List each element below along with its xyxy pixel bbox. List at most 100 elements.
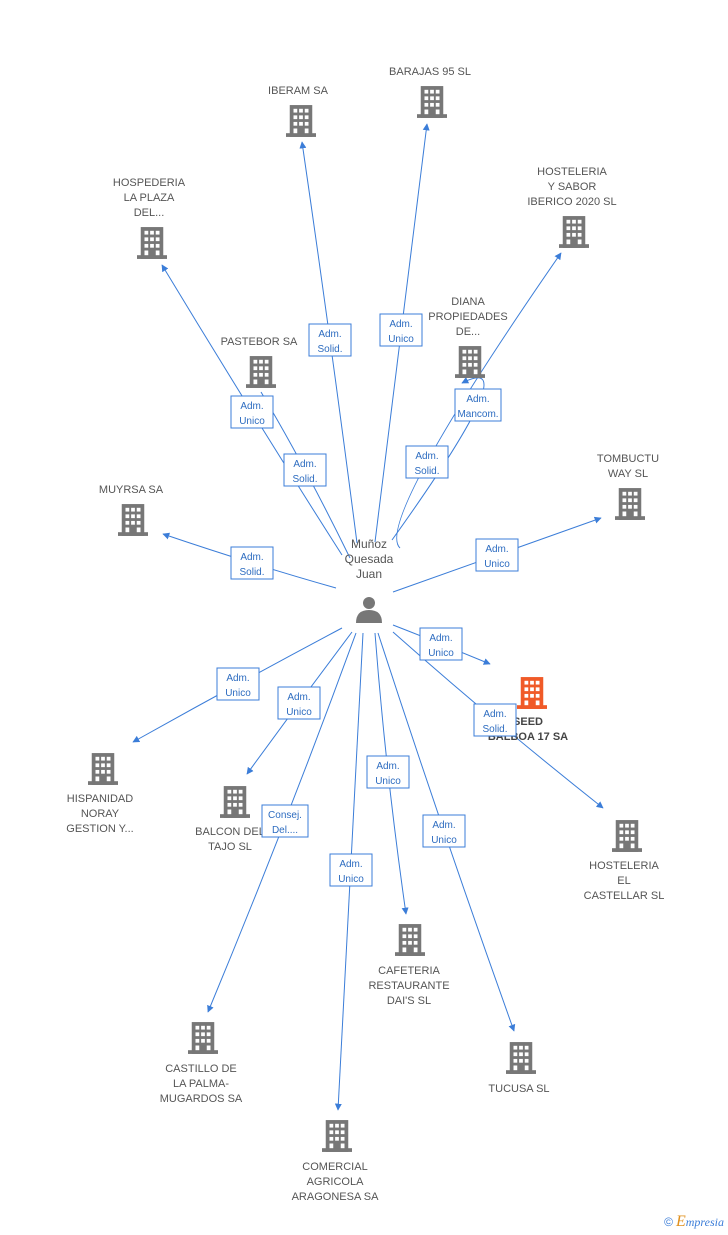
person-label-line: Muñoz — [351, 537, 387, 551]
role-label-tombuctu[interactable]: Adm.Unico — [475, 538, 519, 572]
role-text-line: Unico — [375, 776, 401, 787]
role-text-line: Solid. — [292, 474, 317, 485]
role-text-line: Solid. — [239, 567, 264, 578]
role-label-hosteleria_sabor[interactable]: Adm. Solid. — [405, 445, 449, 479]
company-label-line: RESTAURANTE — [368, 980, 449, 992]
company-label-line: TUCUSA SL — [488, 1083, 549, 1095]
company-label-line: LA PALMA- — [173, 1078, 229, 1090]
company-label-line: MUGARDOS SA — [160, 1093, 243, 1105]
company-label-line: ARAGONESA SA — [292, 1191, 379, 1203]
role-text-line: Adm. — [429, 633, 452, 644]
role-text-line: Solid. — [317, 344, 342, 355]
role-label-seed[interactable]: Adm. Unico — [419, 627, 463, 661]
role-label-castillo[interactable]: Consej. Del.... — [261, 804, 309, 838]
company-node-pastebor[interactable]: PASTEBOR SA — [221, 336, 298, 388]
role-text-line: Adm. — [483, 709, 506, 720]
brand-name: mpresia — [685, 1215, 724, 1229]
company-label-line: CAFETERIA — [378, 965, 440, 977]
role-label-comercial[interactable]: Adm.Unico — [329, 853, 373, 887]
role-label-pastebor[interactable]: Adm.Solid. — [283, 453, 327, 487]
role-text-line: Adm. — [415, 451, 438, 462]
company-label-line: TOMBUCTU — [597, 453, 659, 465]
role-text-line: Solid. — [414, 466, 439, 477]
company-label-line: EL — [617, 875, 630, 887]
company-label-line: HOSTELERIA — [589, 860, 659, 872]
role-text-line: Adm. — [226, 673, 249, 684]
company-label-line: DAI'S SL — [387, 995, 431, 1007]
role-text-line: Consej. — [268, 810, 302, 821]
role-text-line: Unico — [225, 688, 251, 699]
role-text-line: Adm. — [466, 394, 489, 405]
company-node-hispanidad[interactable]: HISPANIDAD NORAY GESTION Y... — [66, 753, 134, 835]
role-label-diana[interactable]: Adm. Mancom. — [454, 388, 502, 422]
company-label-line: SEED — [513, 716, 543, 728]
company-label-line: BARAJAS 95 SL — [389, 66, 471, 78]
building-icon — [322, 1120, 352, 1152]
company-label-line: IBERICO 2020 SL — [527, 196, 616, 208]
role-text-line: Adm. — [485, 544, 508, 555]
role-text-line: Unico — [338, 874, 364, 885]
company-label-line: PASTEBOR SA — [221, 336, 298, 348]
role-label-hispanidad[interactable]: Adm. Unico — [216, 667, 260, 701]
role-label-cafeteria[interactable]: Adm.Unico — [366, 755, 410, 789]
role-text-line: Del.... — [272, 825, 298, 836]
company-node-muyrsa[interactable]: MUYRSA SA — [99, 484, 164, 536]
role-text-line: Adm. — [240, 401, 263, 412]
building-icon — [506, 1042, 536, 1074]
role-text-line: Adm. — [287, 692, 310, 703]
company-label-line: GESTION Y... — [66, 823, 133, 835]
role-label-muyrsa[interactable]: Adm.Solid. — [230, 546, 274, 580]
brand-footer: ©Empresia — [664, 1213, 724, 1231]
company-label-line: DE... — [456, 326, 480, 338]
role-text-line: Unico — [431, 835, 457, 846]
building-icon — [417, 86, 447, 118]
role-text-line: Solid. — [482, 724, 507, 735]
company-label-line: HISPANIDAD — [67, 793, 133, 805]
company-node-tucusa[interactable]: TUCUSA SL — [488, 1042, 550, 1095]
role-label-hosteleria_castellar[interactable]: Adm. Solid. — [473, 703, 517, 737]
company-node-cafeteria[interactable]: CAFETERIA RESTAURANTE DAI'S SL — [368, 924, 450, 1007]
company-node-iberam[interactable]: IBERAM SA — [268, 85, 329, 137]
building-icon — [286, 105, 316, 137]
building-icon — [246, 356, 276, 388]
role-label-iberam[interactable]: Adm.Solid. — [308, 323, 352, 357]
company-label-line: HOSTELERIA — [537, 166, 607, 178]
building-icon — [517, 677, 547, 709]
company-node-balcon[interactable]: BALCON DEL TAJO SL — [195, 786, 265, 853]
role-text-line: Unico — [286, 707, 312, 718]
building-icon — [395, 924, 425, 956]
role-label-hospederia[interactable]: Adm. Unico — [230, 395, 274, 429]
role-text-line: Unico — [428, 648, 454, 659]
company-label-line: TAJO SL — [208, 841, 252, 853]
role-text-line: Unico — [388, 334, 414, 345]
brand-initial: E — [675, 1213, 686, 1230]
role-label-barajas[interactable]: Adm. Unico — [379, 313, 423, 347]
person-label-line: Quesada — [345, 552, 394, 566]
building-icon — [188, 1022, 218, 1054]
building-icon — [612, 820, 642, 852]
role-label-balcon[interactable]: Adm. Unico — [277, 686, 321, 720]
company-node-barajas[interactable]: BARAJAS 95 SL — [389, 66, 471, 118]
company-label-line: BALCON DEL — [195, 826, 265, 838]
company-node-diana[interactable]: DIANAPROPIEDADESDE... — [428, 296, 508, 378]
company-label-line: DIANA — [451, 296, 485, 308]
company-label-line: DEL... — [134, 207, 165, 219]
role-text-line: Adm. — [389, 319, 412, 330]
building-icon — [137, 227, 167, 259]
role-text-line: Unico — [239, 416, 265, 427]
role-label-tucusa[interactable]: Adm.Unico — [422, 814, 466, 848]
building-icon — [88, 753, 118, 785]
company-label-line: IBERAM SA — [268, 85, 329, 97]
role-text-line: Mancom. — [457, 409, 498, 420]
building-icon — [559, 216, 589, 248]
company-label-line: NORAY — [81, 808, 120, 820]
